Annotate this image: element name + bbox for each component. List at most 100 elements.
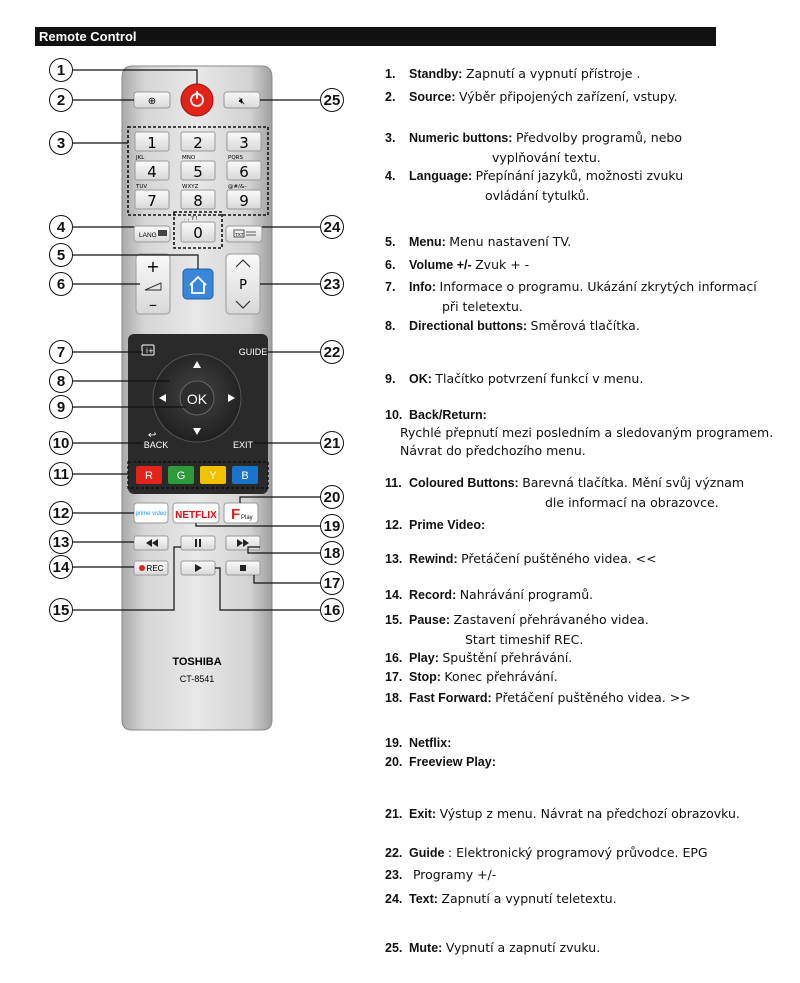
legend-item: 13.Rewind: Přetáčení puštěného videa. <<: [385, 551, 657, 567]
legend-title: Record:: [409, 588, 460, 602]
key-letters-jkl: JKL: [135, 155, 145, 161]
red-button: [136, 466, 162, 484]
legend-title: Standby:: [409, 67, 466, 81]
legend-description-continued: Start timeshif REC.: [465, 632, 584, 647]
svg-text:R: R: [145, 470, 153, 482]
legend-item: 15.Pause: Zastavení přehrávaného videa.: [385, 612, 649, 628]
legend-item: 6. Volume +/- Zvuk + -: [385, 257, 529, 273]
legend-number: 19.: [385, 736, 403, 750]
legend-number: 8.: [385, 319, 396, 333]
legend-title: Coloured Buttons:: [409, 476, 523, 490]
legend-number: 20.: [385, 755, 403, 769]
legend-description-continued: dle informací na obrazovce.: [545, 495, 719, 510]
callout-2: 2: [49, 88, 73, 112]
freeview-play-button: [223, 502, 259, 524]
svg-text:i+: i+: [146, 347, 154, 355]
legend-title: Play:: [409, 651, 443, 665]
legend-item: 25.Mute: Vypnutí a zapnutí zvuku.: [385, 940, 600, 956]
legend-title: Pause:: [409, 613, 454, 627]
svg-text:G: G: [177, 470, 186, 482]
callout-5: 5: [49, 243, 73, 267]
callout-23: 23: [320, 272, 344, 296]
legend-title: Menu:: [409, 235, 450, 249]
callout-15: 15: [49, 598, 73, 622]
legend-number: 9.: [385, 372, 396, 386]
legend-number: 3.: [385, 131, 396, 145]
legend-title: OK:: [409, 372, 436, 386]
legend-number: 21.: [385, 807, 403, 821]
legend-item: 9.OK: Tlačítko potvrzení funkcí v menu.: [385, 371, 643, 387]
legend-title: Freeview Play:: [409, 755, 496, 769]
legend-number: 13.: [385, 552, 403, 566]
legend-description: Zvuk + -: [475, 257, 530, 272]
legend-title: Netflix:: [409, 736, 452, 750]
section-title: Remote Control: [39, 29, 137, 44]
model-number: CT-8541: [180, 674, 215, 684]
legend-title: Volume +/-: [409, 258, 476, 272]
legend-description: Menu nastavení TV.: [449, 234, 572, 249]
key-letters-tuv: TUV: [135, 184, 147, 190]
legend-description: Směrová tlačítka.: [530, 318, 640, 333]
legend-item: 20. Freeview Play:: [385, 754, 496, 770]
legend-number: 17.: [385, 670, 403, 684]
legend-item: 16.Play: Spuštění přehrávání.: [385, 650, 572, 666]
brand-name: TOSHIBA: [172, 656, 221, 668]
callout-1: 1: [49, 58, 73, 82]
legend-description: Zapnutí a vypnutí teletextu.: [441, 891, 617, 906]
legend-description: Přepínání jazyků, možnosti zvuku: [475, 168, 684, 183]
key-9: 9: [239, 192, 249, 210]
svg-text:B: B: [241, 470, 248, 482]
legend-number: 2.: [385, 90, 396, 104]
legend-title: Language:: [409, 169, 476, 183]
callout-25: 25: [320, 88, 344, 112]
legend-description: Zastavení přehrávaného videa.: [453, 612, 649, 627]
program-label: P: [239, 278, 247, 293]
legend-title: Stop:: [409, 670, 445, 684]
legend-item: 24.Text: Zapnutí a vypnutí teletextu.: [385, 891, 617, 907]
legend-item: 17. Stop: Konec přehrávání.: [385, 669, 558, 685]
legend-description: Zapnutí a vypnutí přístroje .: [465, 66, 641, 81]
volume-plus: +: [146, 257, 159, 276]
legend-item: 7.Info: Informace o programu. Ukázání zk…: [385, 279, 757, 295]
legend-description-continued: při teletextu.: [442, 299, 523, 314]
key-1: 1: [147, 134, 157, 152]
legend-description: Výstup z menu. Návrat na předchozí obraz…: [439, 806, 740, 821]
legend-description-continued: vyplňování textu.: [492, 150, 601, 165]
exit-label: EXIT: [233, 440, 254, 450]
callout-18: 18: [320, 541, 344, 565]
legend-item: 11.Coloured Buttons: Barevná tlačítka. M…: [385, 475, 744, 491]
legend-number: 6.: [385, 258, 396, 272]
section-header: Remote Control: [35, 27, 716, 46]
legend-description-continued: ovládání tytulků.: [485, 188, 590, 203]
legend-number: 4.: [385, 169, 396, 183]
callout-21: 21: [320, 431, 344, 455]
legend-title: Fast Forward:: [409, 691, 496, 705]
legend-number: 7.: [385, 280, 396, 294]
legend-description: Barevná tlačítka. Mění svůj význam: [522, 475, 745, 490]
key-letters-mno: MNO: [182, 155, 196, 161]
numeric-keypad: 1 2 3 4 5 6 7 8 9 0 JKL MNO PQRS TUV WXY…: [134, 131, 262, 243]
callout-22: 22: [320, 340, 344, 364]
legend-title: Guide: [409, 846, 448, 860]
callout-7: 7: [49, 340, 73, 364]
volume-minus: –: [149, 295, 157, 314]
callout-24: 24: [320, 215, 344, 239]
legend-description: Konec přehrávání.: [444, 669, 558, 684]
callout-10: 10: [49, 431, 73, 455]
callout-4: 4: [49, 215, 73, 239]
key-7: 7: [147, 192, 157, 210]
legend-title: Info:: [409, 280, 440, 294]
legend-description-continued: Rychlé přepnutí mezi posledním a sledova…: [400, 425, 774, 440]
legend-title: Numeric buttons:: [409, 131, 516, 145]
green-button: [168, 466, 194, 484]
callout-13: 13: [49, 530, 73, 554]
key-letters-pqrs: PQRS: [228, 155, 243, 161]
svg-text:🔇︎: 🔇︎: [239, 96, 245, 107]
legend-description: Přetáčení puštěného videa. <<: [461, 551, 657, 566]
svg-text:⊕: ⊕: [148, 96, 156, 107]
key-5: 5: [193, 163, 203, 181]
legend-item: 1.Standby: Zapnutí a vypnutí přístroje .: [385, 66, 640, 82]
legend-item: 8.Directional buttons: Směrová tlačítka.: [385, 318, 640, 334]
lang-label: LANG: [139, 232, 157, 239]
legend-title: Mute:: [409, 941, 446, 955]
